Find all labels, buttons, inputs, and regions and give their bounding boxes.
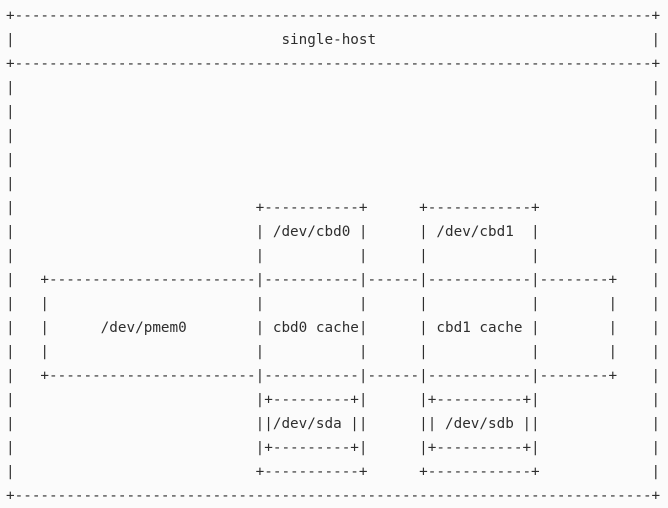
- diagram-line-disk-box-bottoms: | |+---------+| |+----------+| |: [6, 440, 661, 456]
- diagram-line-top-border: +---------------------------------------…: [6, 8, 661, 24]
- diagram-line-disk-labels: | ||/dev/sda || || /dev/sdb || |: [6, 416, 661, 432]
- diagram-line: | |: [6, 152, 661, 168]
- diagram-line-pmem-top: | +------------------------|-----------|…: [6, 272, 661, 288]
- diagram-line-cbd-labels: | | /dev/cbd0 | | /dev/cbd1 | |: [6, 224, 661, 240]
- ascii-diagram: +---------------------------------------…: [6, 4, 660, 508]
- diagram-line-cbd-box-tops: | +-----------+ +------------+ |: [6, 200, 661, 216]
- diagram-line-cbd-box-bottoms: | +-----------+ +------------+ |: [6, 464, 661, 480]
- diagram-line-disk-box-tops: | |+---------+| |+----------+| |: [6, 392, 661, 408]
- diagram-line: | |: [6, 104, 661, 120]
- diagram-line: | |: [6, 176, 661, 192]
- diagram-line-pmem-cache-labels: | | /dev/pmem0 | cbd0 cache| | cbd1 cach…: [6, 320, 661, 336]
- diagram-line-title: | single-host |: [6, 32, 661, 48]
- diagram-line: | |: [6, 128, 661, 144]
- diagram-line-pmem-bottom: | +------------------------|-----------|…: [6, 368, 661, 384]
- diagram-line: | | | | | |: [6, 248, 661, 264]
- diagram-line-title-border: +---------------------------------------…: [6, 56, 661, 72]
- diagram-line: | | | | | | | |: [6, 344, 661, 360]
- diagram-line-bottom-border: +---------------------------------------…: [6, 488, 661, 504]
- diagram-line: | | | | | | | |: [6, 296, 661, 312]
- diagram-line: | |: [6, 80, 661, 96]
